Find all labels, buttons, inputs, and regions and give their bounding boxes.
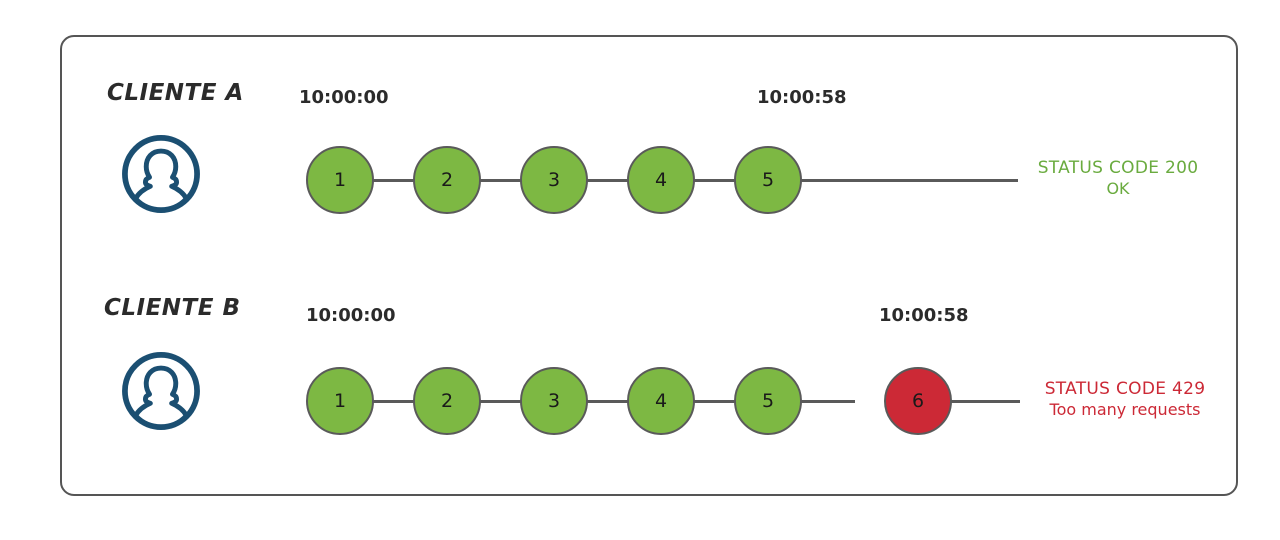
connector [480,400,534,403]
status-code-text: STATUS CODE 429 [1044,379,1206,399]
request-node-blocked[interactable]: 6 [884,367,952,435]
request-node[interactable]: 4 [627,146,695,214]
connector [587,400,641,403]
connector [587,179,641,182]
connector [694,179,748,182]
timestamp-b-end: 10:00:58 [879,305,969,326]
status-message-text: OK [1106,179,1130,199]
connector [480,179,534,182]
timestamp-b-start: 10:00:00 [306,305,396,326]
request-node[interactable]: 1 [306,367,374,435]
user-avatar-icon [122,135,200,213]
request-node[interactable]: 3 [520,146,588,214]
user-avatar-icon [122,352,200,430]
status-badge-a: STATUS CODE 200 OK [1028,158,1208,199]
status-badge-b: STATUS CODE 429 Too many requests [1030,379,1220,420]
client-label-b: CLIENTE B [104,295,241,321]
request-node[interactable]: 3 [520,367,588,435]
connector [373,179,427,182]
request-node[interactable]: 2 [413,146,481,214]
connector [694,400,748,403]
connector [801,400,855,403]
client-label-a: CLIENTE A [107,80,244,106]
status-code-text: STATUS CODE 200 [1037,158,1199,178]
request-node[interactable]: 2 [413,367,481,435]
status-message-text: Too many requests [1049,400,1201,420]
request-node[interactable]: 5 [734,146,802,214]
request-node[interactable]: 4 [627,367,695,435]
timestamp-a-end: 10:00:58 [757,87,847,108]
timestamp-a-start: 10:00:00 [299,87,389,108]
request-node[interactable]: 5 [734,367,802,435]
request-node[interactable]: 1 [306,146,374,214]
connector-to-status [801,179,1018,182]
connector-to-status [908,400,1020,403]
connector [373,400,427,403]
